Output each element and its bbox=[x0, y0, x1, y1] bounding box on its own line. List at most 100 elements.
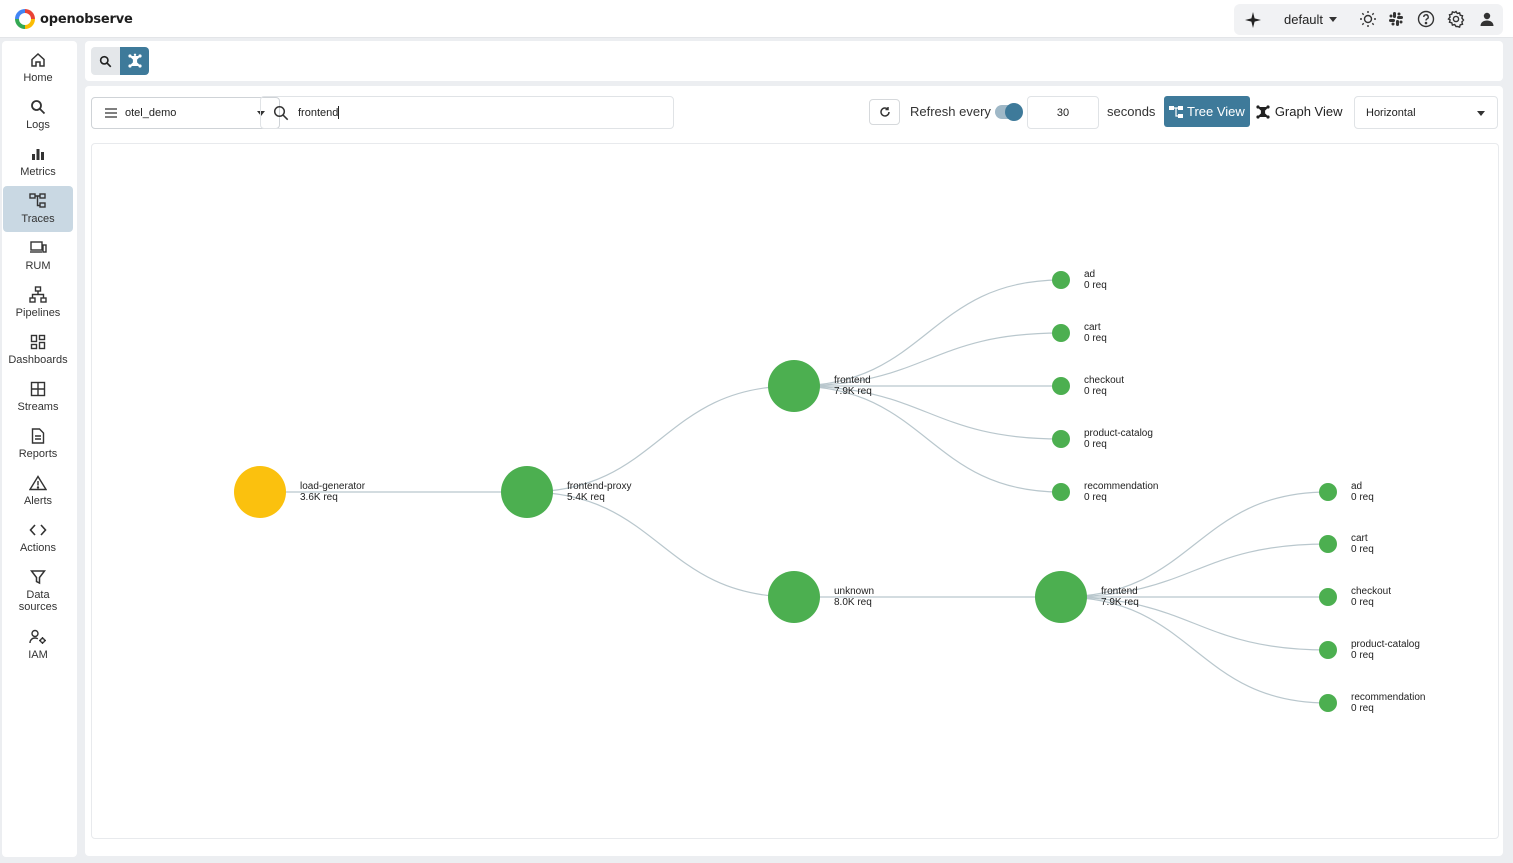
sidebar-item-label: Alerts bbox=[23, 495, 53, 507]
sidebar-item-label: IAM bbox=[28, 649, 48, 661]
user-icon[interactable] bbox=[1477, 9, 1497, 29]
service-graph-mode-button[interactable] bbox=[120, 47, 149, 75]
refresh-icon bbox=[879, 107, 890, 117]
graph-node-requests: 0 req bbox=[1351, 597, 1374, 608]
tree-icon bbox=[1169, 105, 1183, 118]
graph-node-circle[interactable] bbox=[501, 466, 553, 518]
theme-sun-icon[interactable] bbox=[1358, 9, 1378, 29]
graph-node-circle[interactable] bbox=[1052, 377, 1070, 395]
graph-node-circle[interactable] bbox=[1052, 271, 1070, 289]
pipeline-icon bbox=[29, 286, 47, 304]
graph-node-name: checkout bbox=[1084, 375, 1124, 386]
graph-node-circle[interactable] bbox=[1319, 694, 1337, 712]
ai-sparkle-icon[interactable] bbox=[1242, 9, 1264, 31]
graph-node-requests: 7.9K req bbox=[834, 386, 872, 397]
tree-view-button[interactable]: Tree View bbox=[1164, 96, 1250, 127]
alert-triangle-icon bbox=[29, 474, 47, 492]
help-icon[interactable] bbox=[1416, 9, 1436, 29]
streams-grid-icon bbox=[29, 380, 47, 398]
graph-node-circle[interactable] bbox=[1052, 324, 1070, 342]
search-mode-bar bbox=[85, 41, 1503, 81]
layout-select[interactable]: Horizontal bbox=[1354, 96, 1498, 129]
sidebar-item-metrics[interactable]: Metrics bbox=[3, 139, 73, 185]
search-icon bbox=[99, 55, 112, 67]
graph-node-circle[interactable] bbox=[768, 360, 820, 412]
graph-node-circle[interactable] bbox=[1052, 483, 1070, 501]
graph-edge bbox=[1060, 596, 1329, 651]
graph-node-circle[interactable] bbox=[1035, 571, 1087, 623]
graph-node-name: ad bbox=[1351, 481, 1362, 492]
sidebar-item-label: Traces bbox=[21, 213, 55, 225]
graph-node-name: product-catalog bbox=[1084, 428, 1153, 439]
graph-view-button[interactable]: Graph View bbox=[1250, 96, 1348, 127]
chevron-down-icon bbox=[257, 111, 265, 116]
sidebar-item-data-sources[interactable]: Data sources bbox=[3, 562, 73, 620]
slack-icon[interactable] bbox=[1386, 9, 1406, 29]
sidebar-item-traces[interactable]: Traces bbox=[3, 186, 73, 232]
graph-node-name: cart bbox=[1351, 533, 1368, 544]
sidebar-item-logs[interactable]: Logs bbox=[3, 92, 73, 138]
stream-select[interactable]: otel_demo bbox=[91, 97, 280, 129]
org-selector[interactable]: default bbox=[1284, 12, 1338, 27]
sidebar-nav: Home Logs Metrics Traces RUM Pipelines D… bbox=[2, 41, 77, 857]
sidebar-item-pipelines[interactable]: Pipelines bbox=[3, 280, 73, 326]
sidebar-item-label: Actions bbox=[19, 542, 57, 554]
graph-node-requests: 0 req bbox=[1351, 703, 1374, 714]
dashboard-icon bbox=[29, 333, 47, 351]
graph-node-requests: 0 req bbox=[1084, 333, 1107, 344]
graph-node-requests: 0 req bbox=[1084, 386, 1107, 397]
sidebar-item-alerts[interactable]: Alerts bbox=[3, 468, 73, 514]
code-brackets-icon bbox=[29, 521, 47, 539]
sidebar-item-iam[interactable]: IAM bbox=[3, 622, 73, 668]
sidebar-item-home[interactable]: Home bbox=[3, 45, 73, 91]
sidebar-item-streams[interactable]: Streams bbox=[3, 374, 73, 420]
openobserve-logo-icon bbox=[15, 9, 35, 29]
graph-node-name: frontend bbox=[834, 375, 871, 386]
graph-node-circle[interactable] bbox=[1319, 641, 1337, 659]
graph-node-circle[interactable] bbox=[234, 466, 286, 518]
sidebar-item-reports[interactable]: Reports bbox=[3, 421, 73, 467]
sidebar-item-dashboards[interactable]: Dashboards bbox=[3, 327, 73, 373]
graph-node-circle[interactable] bbox=[1319, 535, 1337, 553]
sidebar-item-label: Metrics bbox=[20, 166, 56, 178]
auto-refresh-toggle[interactable] bbox=[995, 103, 1023, 121]
refresh-button[interactable] bbox=[869, 99, 900, 125]
graph-node-circle[interactable] bbox=[1319, 483, 1337, 501]
graph-node[interactable]: ad0 req bbox=[1319, 481, 1374, 503]
graph-node-circle[interactable] bbox=[1319, 588, 1337, 606]
report-doc-icon bbox=[29, 427, 47, 445]
graph-node[interactable]: ad0 req bbox=[1052, 269, 1107, 291]
service-filter-input[interactable]: frontend bbox=[260, 96, 674, 129]
sidebar-item-actions[interactable]: Actions bbox=[3, 515, 73, 561]
refresh-every-label: Refresh every bbox=[910, 104, 991, 119]
brand-logo[interactable]: openobserve bbox=[15, 9, 133, 29]
graph-edge bbox=[526, 491, 795, 598]
user-gear-icon bbox=[29, 628, 47, 646]
graph-edge bbox=[1060, 596, 1329, 704]
graph-node-circle[interactable] bbox=[1052, 430, 1070, 448]
sidebar-item-label: Pipelines bbox=[15, 307, 61, 319]
settings-gear-icon[interactable] bbox=[1446, 9, 1466, 29]
top-header: openobserve default bbox=[0, 0, 1513, 38]
sidebar-item-rum[interactable]: RUM bbox=[3, 233, 73, 279]
tree-view-label: Tree View bbox=[1187, 104, 1245, 119]
org-name: default bbox=[1284, 12, 1324, 27]
search-mode-button[interactable] bbox=[91, 47, 120, 75]
refresh-interval-input[interactable]: 30 bbox=[1027, 96, 1099, 129]
graph-node-circle[interactable] bbox=[768, 571, 820, 623]
header-actions: default bbox=[1234, 4, 1503, 35]
